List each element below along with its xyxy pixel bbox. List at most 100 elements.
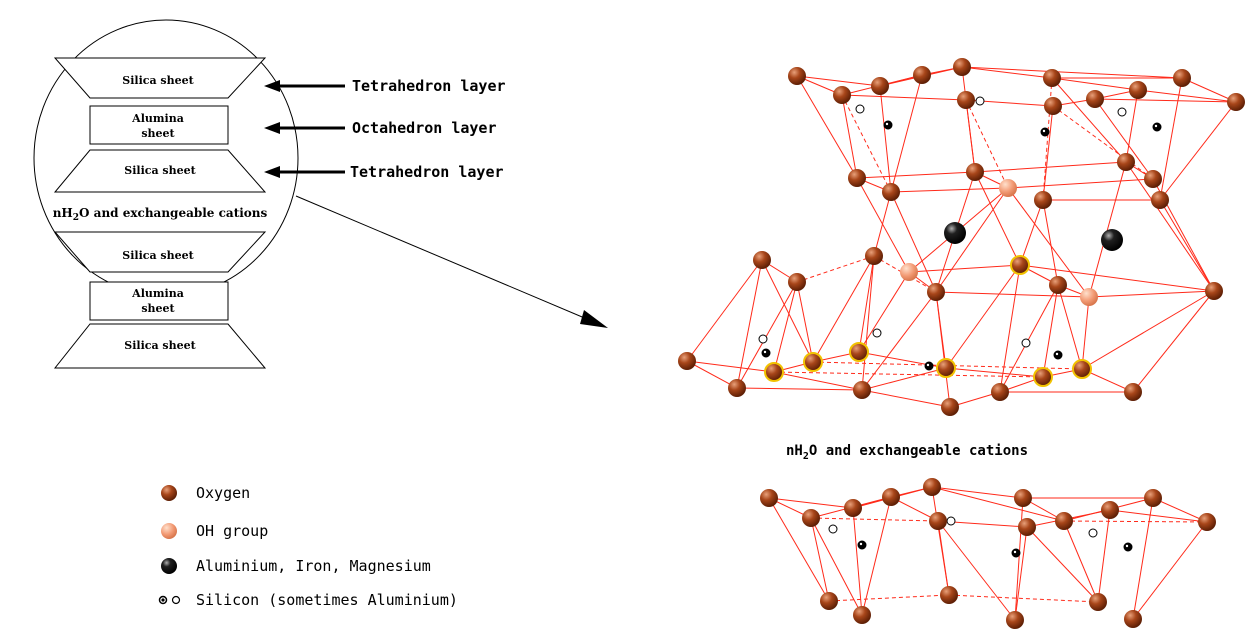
bond-line: [1125, 161, 1215, 292]
bond-line: [935, 291, 951, 408]
alumina-sheet-top-label-1: Alumina: [131, 112, 184, 125]
bond-line: [812, 255, 875, 363]
bond-line: [908, 264, 1021, 273]
oxygen-atom-icon: [923, 478, 941, 496]
bond-line: [810, 517, 863, 616]
oxygen-atom-icon: [1072, 359, 1092, 379]
bond-line: [796, 281, 814, 363]
bond-line: [1026, 526, 1099, 603]
bond-line: [1051, 77, 1127, 163]
bond-line: [768, 497, 830, 602]
bond-line: [736, 387, 863, 391]
silicon-atom-icon: [758, 334, 768, 344]
oxygen-atom-icon: [1089, 593, 1107, 611]
oxygen-atom-icon: [853, 606, 871, 624]
oxygen-atom-icon: [849, 342, 869, 362]
oxygen-atom-icon: [1010, 255, 1030, 275]
bond-line: [841, 94, 967, 101]
bond-line: [945, 367, 1044, 378]
bond-line: [841, 94, 858, 179]
bond-line: [1088, 161, 1127, 298]
bond-line: [1042, 284, 1059, 378]
bond-line: [1019, 264, 1215, 292]
silicon-atom-icon: [975, 96, 985, 106]
oh-group-icon: [161, 523, 177, 539]
legend: Oxygen OH group Aluminium, Iron, Magnesi…: [158, 484, 458, 609]
silicon-atom-icon: [855, 104, 865, 114]
alumina-sheet-bottom-label-1: Alumina: [131, 287, 184, 300]
bond-line: [686, 259, 763, 362]
legend-label-oxygen: Oxygen: [196, 484, 250, 502]
oxygen-atom-icon: [820, 592, 838, 610]
bond-line: [1159, 77, 1183, 201]
bond-line: [736, 281, 798, 389]
legend-item-oh: OH group: [161, 522, 268, 540]
oxygen-atom-icon: [788, 67, 806, 85]
tetrahedron-layer-top-label: Tetrahedron layer: [352, 77, 506, 95]
alumina-sheet-top-label-2: sheet: [141, 127, 175, 140]
bond-line: [861, 389, 951, 408]
bond-line: [873, 191, 892, 257]
oxygen-atom-icon: [1018, 518, 1036, 536]
bond-line: [1181, 77, 1237, 103]
oxygen-atom-icon: [1144, 489, 1162, 507]
silicon-atom-icon: [883, 120, 893, 130]
crystal-structure: [678, 58, 1245, 629]
oxygen-atom-icon: [1227, 93, 1245, 111]
oxygen-atom-icon: [929, 512, 947, 530]
bond-network: [686, 66, 1237, 621]
silicon-atom-icon: [857, 540, 867, 550]
bond-line: [773, 281, 798, 373]
bond-line: [852, 507, 863, 616]
oxygen-atom-icon: [1086, 90, 1104, 108]
bond-line: [1063, 520, 1099, 603]
legend-label-silicon: Silicon (sometimes Aluminium): [196, 591, 458, 609]
alumina-sheet-bottom-label-2: sheet: [141, 302, 175, 315]
bond-line: [686, 360, 775, 373]
oxygen-atom-icon: [927, 283, 945, 301]
bond-line: [1132, 497, 1154, 620]
bond-line: [796, 75, 881, 87]
bond-line: [796, 255, 875, 283]
bond-line: [861, 367, 947, 391]
bond-line: [931, 486, 1065, 522]
bond-line: [1042, 199, 1059, 286]
silicon-atom-icon: [946, 516, 956, 526]
bond-line: [856, 177, 910, 273]
bond-line: [773, 371, 1044, 378]
silica-sheet-mid-label: Silica sheet: [124, 164, 196, 177]
bond-line: [1081, 290, 1215, 370]
silicon-atom-icon: [872, 328, 882, 338]
bond-line: [935, 187, 1009, 293]
oxygen-atom-icon: [1033, 367, 1053, 387]
bond-line: [1137, 89, 1237, 103]
oxygen-atom-icon: [871, 77, 889, 95]
oxygen-atom-icon: [882, 183, 900, 201]
silica-sheet-lower-label: Silica sheet: [122, 249, 194, 262]
bond-line: [773, 371, 863, 391]
oxygen-atom-icon: [1055, 512, 1073, 530]
oxygen-atom-icon: [1198, 513, 1216, 531]
alumina-sheet-top-shape: [89, 105, 229, 145]
structure-caption: nH2O and exchangeable cations: [786, 443, 1028, 462]
bond-line: [1125, 89, 1139, 163]
sheet-schematic: Silica sheet Alumina sheet Silica sheet …: [33, 19, 299, 369]
legend-label-metal: Aluminium, Iron, Magnesium: [196, 557, 431, 575]
bond-line: [961, 66, 1183, 79]
arrow-head-icon: [264, 80, 280, 92]
bond-line: [879, 85, 892, 193]
bond-line: [1088, 290, 1215, 298]
bond-line: [1081, 296, 1090, 370]
bond-line: [890, 74, 923, 193]
silicon-atom-icon: [1040, 127, 1050, 137]
oxygen-atom-icon: [991, 383, 1009, 401]
oxygen-atom-icon: [1034, 191, 1052, 209]
oh-group-icon: [1080, 288, 1098, 306]
silicon-atom-icon: [761, 348, 771, 358]
bond-line: [1159, 101, 1237, 201]
bond-line: [961, 66, 1053, 79]
bond-line: [810, 517, 939, 522]
bond-line: [931, 486, 1024, 499]
metal-atom-icon: [1101, 229, 1123, 251]
